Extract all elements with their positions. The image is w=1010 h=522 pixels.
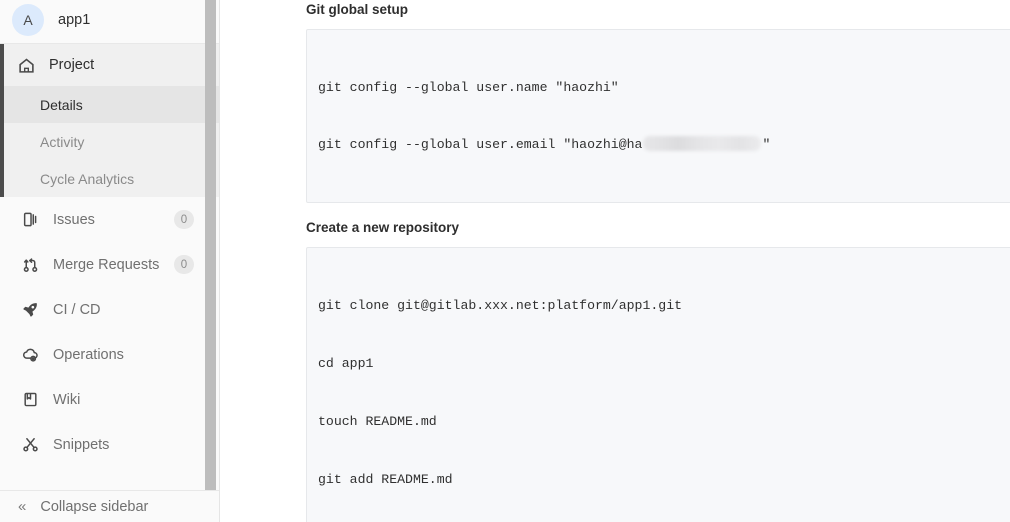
issues-icon (22, 211, 39, 228)
sidebar-subitem-cycle-analytics[interactable]: Cycle Analytics (4, 160, 219, 197)
sidebar-item-snippets-label: Snippets (53, 436, 110, 453)
redacted-email-mask (643, 136, 762, 152)
section-title: Create a new repository (306, 220, 460, 236)
sidebar-item-merge-requests[interactable]: Merge Requests 0 (0, 242, 219, 287)
code-line-suffix: " (762, 137, 771, 153)
sidebar-subitem-details-label: Details (40, 96, 83, 113)
sidebar-scrollbar-thumb[interactable] (205, 0, 216, 490)
collapse-sidebar-label: Collapse sidebar (40, 498, 149, 515)
project-name: app1 (58, 11, 91, 28)
section-create-a-new-repository: Create a new repository git clone git@gi… (306, 220, 1010, 522)
sidebar-item-ci-cd[interactable]: CI / CD (0, 287, 219, 332)
avatar: A (12, 3, 44, 36)
sidebar-item-operations-label: Operations (53, 346, 124, 363)
git-instructions: Git global setup git config --global use… (306, 0, 1010, 522)
code-line: cd app1 (318, 355, 374, 371)
chevron-double-left-icon: « (18, 498, 26, 515)
sidebar-item-project[interactable]: Project (4, 44, 219, 86)
sidebar-item-ci-cd-label: CI / CD (53, 301, 101, 318)
sidebar-subitem-activity-label: Activity (40, 133, 85, 150)
sidebar-scrollbar-track[interactable] (205, 0, 216, 490)
operations-icon (22, 346, 39, 363)
section-git-global-setup: Git global setup git config --global use… (306, 2, 1010, 204)
issues-count-badge: 0 (174, 210, 194, 229)
project-sidebar: A app1 Project Details (0, 0, 220, 522)
code-line-redacted: git config --global user.email "haozhi@h… (318, 135, 1010, 154)
rocket-icon (22, 301, 39, 318)
section-title: Git global setup (306, 2, 409, 17)
scissors-icon (22, 436, 39, 453)
sidebar-scroll-area: A app1 Project Details (0, 0, 219, 490)
sidebar-group-project: Project Details Activity Cycle Analytics (0, 44, 219, 197)
sidebar-item-wiki[interactable]: Wiki (0, 377, 219, 422)
code-line: git config --global user.name "haozhi" (318, 79, 619, 95)
code-block-git-global-setup[interactable]: git config --global user.name "haozhi" g… (306, 29, 1010, 204)
sidebar-item-operations[interactable]: Operations (0, 332, 219, 377)
collapse-sidebar-button[interactable]: « Collapse sidebar (0, 490, 219, 522)
sidebar-item-merge-requests-label: Merge Requests (53, 256, 160, 273)
sidebar-subitem-details[interactable]: Details (4, 86, 219, 123)
book-icon (22, 391, 39, 408)
code-line-text: git config --global user.email "haozhi@h… (318, 137, 643, 153)
code-line: git add README.md (318, 471, 453, 487)
home-icon (18, 57, 35, 74)
code-line: touch README.md (318, 413, 437, 429)
sidebar-item-issues[interactable]: Issues 0 (0, 197, 219, 242)
main-content: Git global setup git config --global use… (220, 0, 1010, 522)
merge-request-icon (22, 256, 39, 273)
merge-requests-count-badge: 0 (174, 255, 194, 274)
sidebar-subitem-activity[interactable]: Activity (4, 123, 219, 160)
sidebar-subitem-cycle-analytics-label: Cycle Analytics (40, 170, 135, 187)
sidebar-item-snippets[interactable]: Snippets (0, 422, 219, 467)
sidebar-item-issues-label: Issues (53, 211, 95, 228)
project-header[interactable]: A app1 (0, 0, 219, 44)
sidebar-item-wiki-label: Wiki (53, 391, 81, 408)
code-line: git clone git@gitlab.xxx.net:platform/ap… (318, 297, 683, 313)
sidebar-item-project-label: Project (49, 57, 95, 73)
code-block-create-a-new-repository[interactable]: git clone git@gitlab.xxx.net:platform/ap… (306, 247, 1010, 522)
